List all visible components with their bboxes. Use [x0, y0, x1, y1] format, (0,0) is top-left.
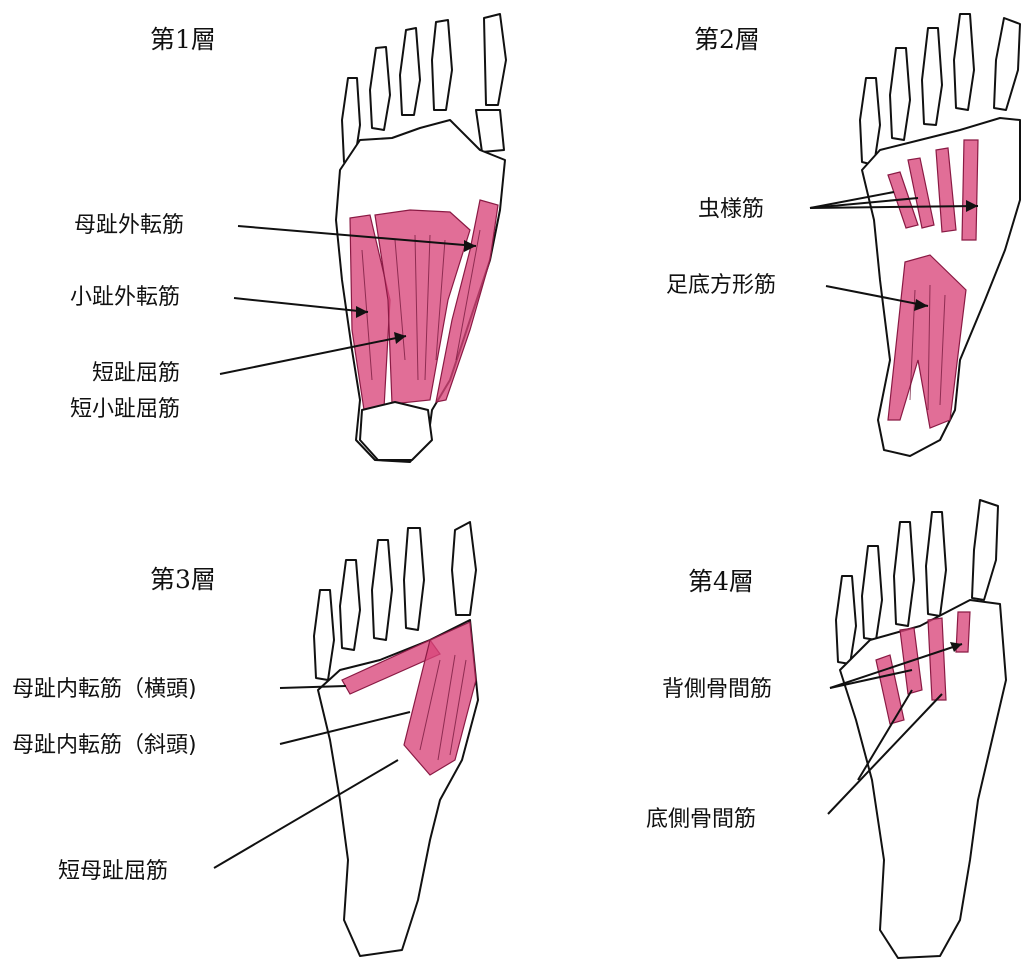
label-dorsal-interossei: 背側骨間筋 — [662, 676, 772, 704]
foot-outline — [840, 600, 1006, 958]
label-plantar-interossei: 底側骨間筋 — [646, 806, 756, 834]
